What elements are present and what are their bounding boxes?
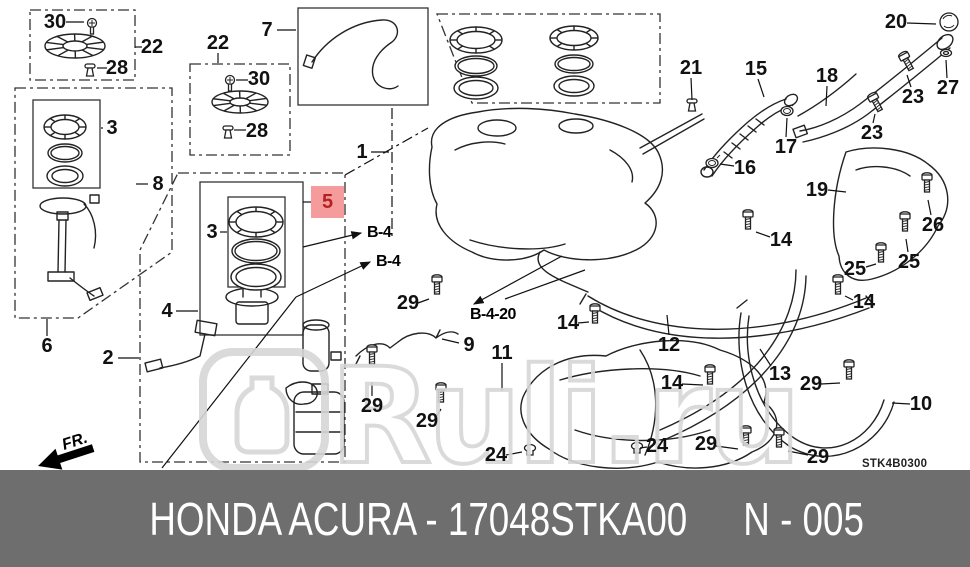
bolt-icon xyxy=(740,425,752,446)
bolt-icon xyxy=(366,344,378,365)
bolt-icon xyxy=(921,172,933,193)
part-label-23[interactable]: 23 xyxy=(860,122,884,144)
part-label-25[interactable]: 25 xyxy=(843,258,867,280)
grommet-icon xyxy=(523,443,537,456)
bolt-icon xyxy=(899,211,911,232)
bolt-icon xyxy=(435,382,447,403)
fasteners xyxy=(84,12,959,456)
part-label-15[interactable]: 15 xyxy=(744,58,768,80)
bolt-icon xyxy=(832,274,844,295)
bolt-icon xyxy=(866,91,884,113)
part-label-22[interactable]: 22 xyxy=(140,36,164,58)
grommet-icon xyxy=(630,441,644,454)
part-label-30[interactable]: 30 xyxy=(43,11,67,33)
screw-icon xyxy=(224,74,236,92)
caption-text: HONDA ACURA - 17048STKA00 xyxy=(149,492,688,545)
part-label-29[interactable]: 29 xyxy=(360,395,384,417)
bolt-icon xyxy=(589,303,601,324)
cap-icon xyxy=(939,12,959,32)
bolt-icon xyxy=(704,364,716,385)
part-label-12[interactable]: 12 xyxy=(657,334,681,356)
part-label-2[interactable]: 2 xyxy=(102,347,114,369)
clip-icon xyxy=(84,63,96,77)
part-label-23[interactable]: 23 xyxy=(901,86,925,108)
ref-link-B-4[interactable]: B-4 xyxy=(376,253,401,270)
fuel-tank xyxy=(428,107,663,261)
part-label-13[interactable]: 13 xyxy=(768,363,792,385)
leader-lines xyxy=(46,21,948,469)
bracket xyxy=(355,329,459,365)
clamp-icon xyxy=(780,102,796,117)
part-label-28[interactable]: 28 xyxy=(245,120,269,142)
part-label-14[interactable]: 14 xyxy=(556,312,580,334)
clip-icon xyxy=(222,125,234,139)
ref-link-B-4-20[interactable]: B-4-20 xyxy=(470,306,516,323)
fr-arrow: FR. xyxy=(38,430,95,470)
bolt-icon xyxy=(897,50,915,72)
part-label-18[interactable]: 18 xyxy=(815,65,839,87)
part-label-29[interactable]: 29 xyxy=(799,373,823,395)
part-label-4[interactable]: 4 xyxy=(161,300,173,322)
caption-page-number: N - 005 xyxy=(743,492,865,545)
part-label-14[interactable]: 14 xyxy=(852,291,876,313)
part-label-29[interactable]: 29 xyxy=(415,410,439,432)
part-label-6[interactable]: 6 xyxy=(41,335,53,357)
part-label-1[interactable]: 1 xyxy=(356,141,368,163)
part-label-22[interactable]: 22 xyxy=(206,32,230,54)
part-label-7[interactable]: 7 xyxy=(261,19,273,41)
bolt-icon xyxy=(843,359,855,380)
ref-link-B-4[interactable]: B-4 xyxy=(367,224,392,241)
part-label-17[interactable]: 17 xyxy=(774,136,798,158)
part-label-28[interactable]: 28 xyxy=(105,57,129,79)
part-label-9[interactable]: 9 xyxy=(463,334,475,356)
part-label-25[interactable]: 25 xyxy=(897,251,921,273)
bolt-icon xyxy=(431,274,443,295)
caption-bar: HONDA ACURA - 17048STKA00 N - 005 xyxy=(0,470,970,567)
bolt-icon xyxy=(773,427,785,448)
part-label-10[interactable]: 10 xyxy=(909,393,933,415)
diagram-code: STK4B0300 xyxy=(862,456,928,470)
part-label-27[interactable]: 27 xyxy=(936,77,960,99)
part-label-14[interactable]: 14 xyxy=(769,229,793,251)
vent-tube xyxy=(311,19,399,90)
ring-seals xyxy=(43,25,599,291)
fuel-sender-unit xyxy=(39,194,104,302)
clamp-icon xyxy=(705,154,721,169)
nut-icon xyxy=(939,48,953,58)
pipe-shield xyxy=(832,147,949,281)
part-label-16[interactable]: 16 xyxy=(733,157,757,179)
part-label-3[interactable]: 3 xyxy=(106,117,118,139)
part-label-8[interactable]: 8 xyxy=(152,173,164,195)
part-label-24[interactable]: 24 xyxy=(484,444,508,466)
part-label-29[interactable]: 29 xyxy=(396,292,420,314)
part-label-5-highlighted[interactable]: 5 xyxy=(311,186,344,218)
part-label-20[interactable]: 20 xyxy=(884,11,908,33)
screw-icon xyxy=(86,17,98,35)
part-label-26[interactable]: 26 xyxy=(921,214,945,236)
bolt-icon xyxy=(875,242,887,263)
part-label-14[interactable]: 14 xyxy=(660,372,684,394)
part-label-11[interactable]: 11 xyxy=(491,342,513,364)
part-label-21[interactable]: 21 xyxy=(679,57,703,79)
part-label-29[interactable]: 29 xyxy=(694,433,718,455)
bolt-icon xyxy=(742,209,754,230)
tank-straps xyxy=(579,269,895,457)
part-label-29[interactable]: 29 xyxy=(806,446,830,468)
part-label-24[interactable]: 24 xyxy=(645,435,669,457)
part-label-19[interactable]: 19 xyxy=(805,179,829,201)
part-label-3[interactable]: 3 xyxy=(206,221,218,243)
part-label-30[interactable]: 30 xyxy=(247,68,271,90)
diagram-art: FR. xyxy=(14,7,959,470)
